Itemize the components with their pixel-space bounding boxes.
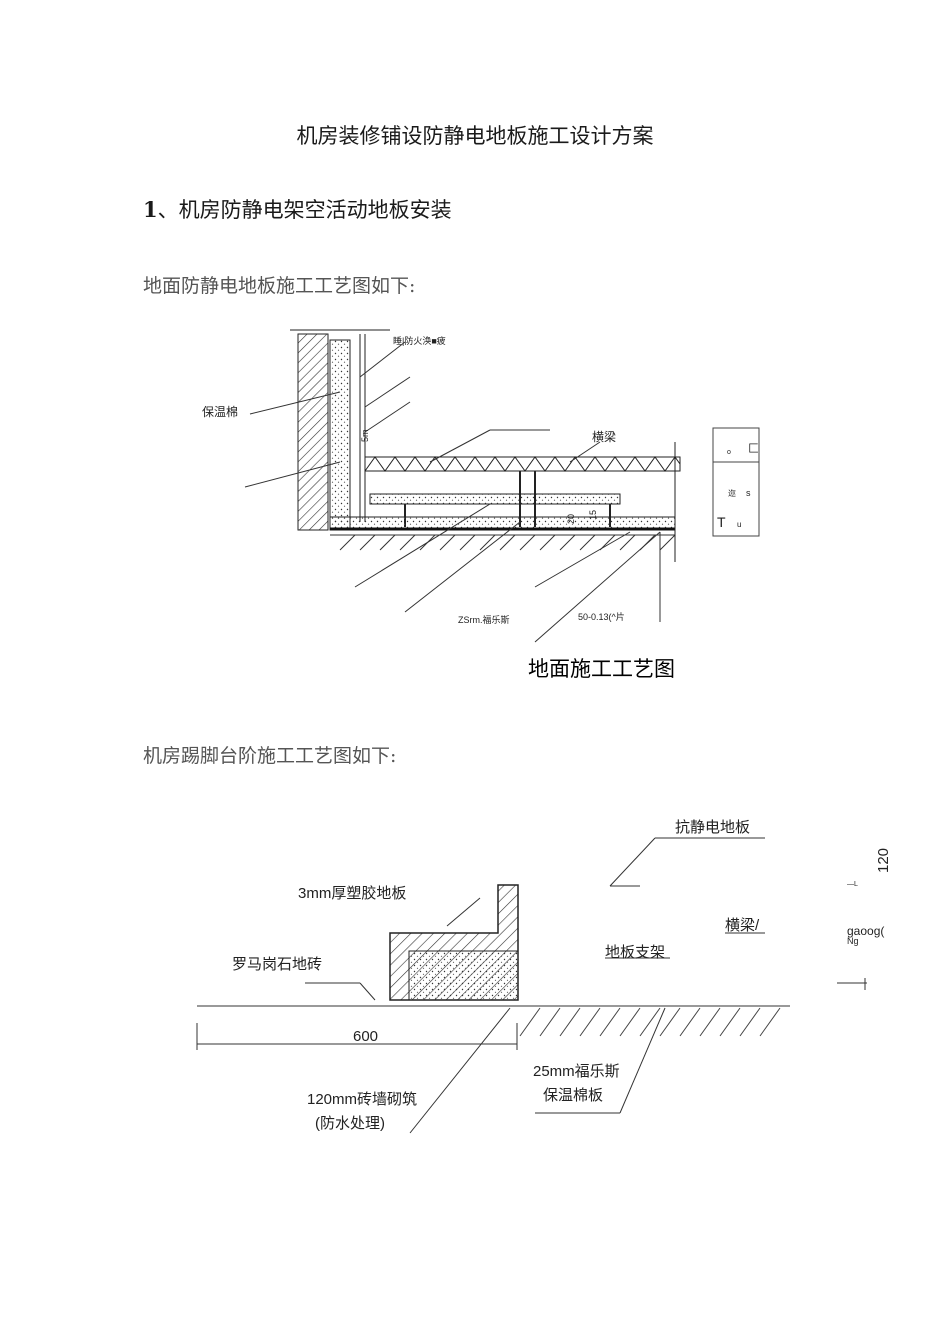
- side-label-c: 匚: [748, 443, 759, 455]
- paragraph-floor-intro: 地面防静电地板施工工艺图如下:: [143, 275, 416, 297]
- label-spec: 50-0.13(^片: [578, 611, 625, 622]
- label-antistatic-floor: 抗静电地板: [675, 818, 750, 836]
- side-label-jiao: 迩: [728, 488, 736, 498]
- document-title: 机房装修铺设防静电地板施工设计方案: [296, 124, 654, 148]
- label-insulation-board: 保温棉板: [543, 1086, 603, 1104]
- skirting-step-figure: 抗静电地板 120 —L 3mm厚塑胶地板 横梁/ gaoog( Ng 地板支架…: [196, 818, 892, 1134]
- floor-construction-figure: 睡|防火涣■疲 保温棉 横梁 5m 20 15 ZSrm.福乐斯 50-0.13…: [202, 329, 760, 643]
- side-label-u: u: [737, 520, 741, 529]
- side-label-o: o: [727, 449, 731, 456]
- label-waterproof: (防水处理): [315, 1115, 385, 1132]
- label-beam: 横梁: [592, 429, 616, 444]
- label-granite-tile: 罗马岗石地砖: [232, 956, 322, 973]
- figure1-caption: 地面施工工艺图: [528, 658, 675, 681]
- label-insulation: 保温棉: [202, 405, 238, 419]
- floor-panel-truss: [364, 456, 681, 472]
- label-dim-20: 20: [566, 514, 576, 524]
- label-fuleshi-thick: 25mm福乐斯: [533, 1063, 620, 1080]
- label-fuleshi: ZSrm.福乐斯: [458, 614, 510, 625]
- side-label-t: T: [717, 514, 726, 530]
- wall-insulation: [329, 339, 351, 531]
- label-floor-bracket: 地板支架: [605, 943, 665, 961]
- label-dim-120: 120: [875, 848, 892, 873]
- label-mark-small: —L: [847, 881, 858, 888]
- label-dim-600: 600: [353, 1028, 378, 1045]
- label-ng: Ng: [847, 936, 859, 946]
- label-dim-15: 15: [588, 510, 598, 520]
- section-heading-1: 1、机房防静电架空活动地板安装: [143, 194, 452, 224]
- label-brick-wall: 120mm砖墙砌筑: [307, 1091, 417, 1108]
- label-gaoog: gaoog(: [847, 924, 884, 938]
- step-concrete: [408, 950, 519, 1001]
- section-heading-text: 、机房防静电架空活动地板安装: [157, 198, 452, 222]
- paragraph-step-intro: 机房踢脚台阶施工工艺图如下:: [143, 745, 397, 767]
- section-number: 1: [143, 197, 158, 222]
- label-dim-5m: 5m: [360, 429, 370, 442]
- wall-hatch: [297, 333, 329, 531]
- label-plastic-floor: 3mm厚塑胶地板: [298, 884, 406, 902]
- label-fireproof: 睡|防火涣■疲: [393, 335, 446, 346]
- label-crossbeam: 横梁/: [725, 917, 760, 934]
- side-label-s: s: [746, 488, 751, 498]
